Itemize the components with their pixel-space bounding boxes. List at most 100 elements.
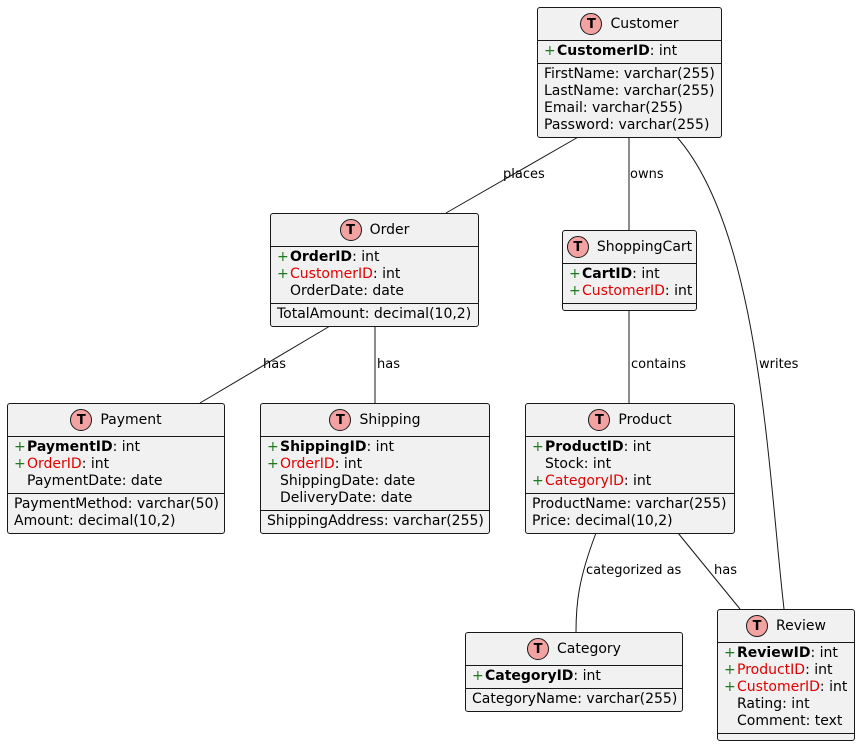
field-row: +ReviewID: int — [724, 645, 838, 661]
field-row: +CustomerID: int — [724, 679, 848, 695]
field-row: +ProductID: int — [532, 439, 652, 455]
field-row: ShippingAddress: varchar(255) — [267, 513, 484, 529]
key-section: +OrderID: int +CustomerID: int OrderDate… — [271, 247, 478, 303]
field-row: OrderDate: date — [290, 283, 404, 299]
entity-header: T Order — [271, 214, 478, 247]
relation-label-categorized-as: categorized as — [586, 563, 682, 578]
public-marker-icon: + — [532, 439, 544, 455]
relation-label-order-shipping: has — [377, 357, 400, 372]
relation-label-product-review: has — [714, 563, 737, 578]
field-row: Email: varchar(255) — [544, 100, 683, 116]
key-section: +ProductID: int Stock: int +CategoryID: … — [526, 437, 734, 493]
field-row: +ShippingID: int — [267, 439, 394, 455]
public-marker-icon: + — [277, 249, 289, 265]
relation-label-contains: contains — [631, 357, 687, 372]
edge-customer-review — [675, 135, 785, 610]
relation-label-writes: writes — [759, 357, 799, 372]
field-row: PaymentMethod: varchar(50) — [14, 496, 219, 512]
field-row: +CustomerID: int — [277, 266, 401, 282]
entity-title: ShoppingCart — [596, 238, 693, 255]
entity-title: Payment — [100, 411, 162, 428]
entity-shoppingcart[interactable]: T ShoppingCart +CartID: int +CustomerID:… — [562, 230, 697, 311]
entity-title: Order — [369, 221, 410, 238]
public-marker-icon: + — [472, 668, 484, 684]
attribute-section: ProductName: varchar(255) Price: decimal… — [526, 493, 734, 533]
key-section: +PaymentID: int +OrderID: int PaymentDat… — [8, 437, 224, 493]
field-row: +OrderID: int — [277, 249, 380, 265]
public-marker-icon: + — [569, 266, 581, 282]
entity-header: T Payment — [8, 404, 224, 437]
public-marker-icon: + — [544, 43, 556, 59]
attribute-section: CategoryName: varchar(255) — [466, 688, 682, 711]
relation-label-places: places — [503, 167, 545, 182]
entity-product[interactable]: T Product +ProductID: int Stock: int +Ca… — [525, 403, 735, 534]
entity-payment[interactable]: T Payment +PaymentID: int +OrderID: int … — [7, 403, 225, 534]
key-section: +CategoryID: int — [466, 666, 682, 688]
edge-customer-order — [445, 135, 581, 214]
entity-header: T Review — [718, 610, 854, 643]
relation-label-owns: owns — [630, 167, 664, 182]
entity-header: T Category — [466, 633, 682, 666]
field-row: DeliveryDate: date — [280, 490, 413, 506]
relation-label-order-payment: has — [263, 357, 286, 372]
attribute-section: TotalAmount: decimal(10,2) — [271, 303, 478, 326]
table-type-icon: T — [339, 219, 362, 241]
field-row: +PaymentID: int — [14, 439, 141, 455]
entity-title: Category — [557, 640, 621, 657]
attribute-section — [563, 303, 696, 310]
edge-product-category — [575, 532, 597, 633]
entity-title: Review — [776, 617, 826, 634]
field-row: +CustomerID: int — [544, 43, 678, 59]
key-section: +CustomerID: int — [538, 41, 721, 63]
entity-header: T ShoppingCart — [563, 231, 696, 264]
attribute-section: PaymentMethod: varchar(50) Amount: decim… — [8, 493, 224, 533]
field-row: Rating: int — [737, 696, 810, 712]
field-row: FirstName: varchar(255) — [544, 66, 715, 82]
field-row: Stock: int — [545, 456, 612, 472]
entity-header: T Shipping — [261, 404, 489, 437]
public-marker-icon: + — [14, 456, 26, 472]
field-row: LastName: varchar(255) — [544, 83, 715, 99]
field-row: ShippingDate: date — [280, 473, 416, 489]
key-section: +ShippingID: int +OrderID: int ShippingD… — [261, 437, 489, 510]
edge-product-review — [677, 532, 741, 610]
field-row: PaymentDate: date — [27, 473, 163, 489]
public-marker-icon: + — [724, 679, 736, 695]
public-marker-icon: + — [724, 645, 736, 661]
entity-shipping[interactable]: T Shipping +ShippingID: int +OrderID: in… — [260, 403, 490, 534]
edge-order-payment — [199, 325, 331, 404]
public-marker-icon: + — [267, 439, 279, 455]
table-type-icon: T — [70, 409, 93, 431]
public-marker-icon: + — [569, 283, 581, 299]
field-row: Price: decimal(10,2) — [532, 513, 673, 529]
table-type-icon: T — [580, 13, 603, 35]
attribute-section: FirstName: varchar(255) LastName: varcha… — [538, 63, 721, 137]
field-row: +ProductID: int — [724, 662, 833, 678]
entity-customer[interactable]: T Customer +CustomerID: int FirstName: v… — [537, 7, 722, 138]
field-row: +CustomerID: int — [569, 283, 693, 299]
public-marker-icon: + — [532, 473, 544, 489]
table-type-icon: T — [566, 236, 589, 258]
public-marker-icon: + — [277, 266, 289, 282]
field-row: CategoryName: varchar(255) — [472, 691, 678, 707]
field-row: +CategoryID: int — [472, 668, 601, 684]
entity-category[interactable]: T Category +CategoryID: int CategoryName… — [465, 632, 683, 712]
table-type-icon: T — [746, 615, 769, 637]
table-type-icon: T — [329, 409, 352, 431]
entity-header: T Customer — [538, 8, 721, 41]
entity-title: Product — [618, 411, 672, 428]
field-row: +OrderID: int — [14, 456, 110, 472]
field-row: ProductName: varchar(255) — [532, 496, 727, 512]
key-section: +CartID: int +CustomerID: int — [563, 264, 696, 303]
key-section: +ReviewID: int +ProductID: int +Customer… — [718, 643, 854, 733]
field-row: Amount: decimal(10,2) — [14, 513, 176, 529]
public-marker-icon: + — [724, 662, 736, 678]
field-row: +CartID: int — [569, 266, 660, 282]
entity-title: Shipping — [359, 411, 421, 428]
entity-header: T Product — [526, 404, 734, 437]
entity-review[interactable]: T Review +ReviewID: int +ProductID: int … — [717, 609, 855, 741]
field-row: TotalAmount: decimal(10,2) — [277, 306, 472, 322]
table-type-icon: T — [527, 638, 550, 660]
field-row: Comment: text — [737, 713, 843, 729]
entity-order[interactable]: T Order +OrderID: int +CustomerID: int O… — [270, 213, 479, 327]
